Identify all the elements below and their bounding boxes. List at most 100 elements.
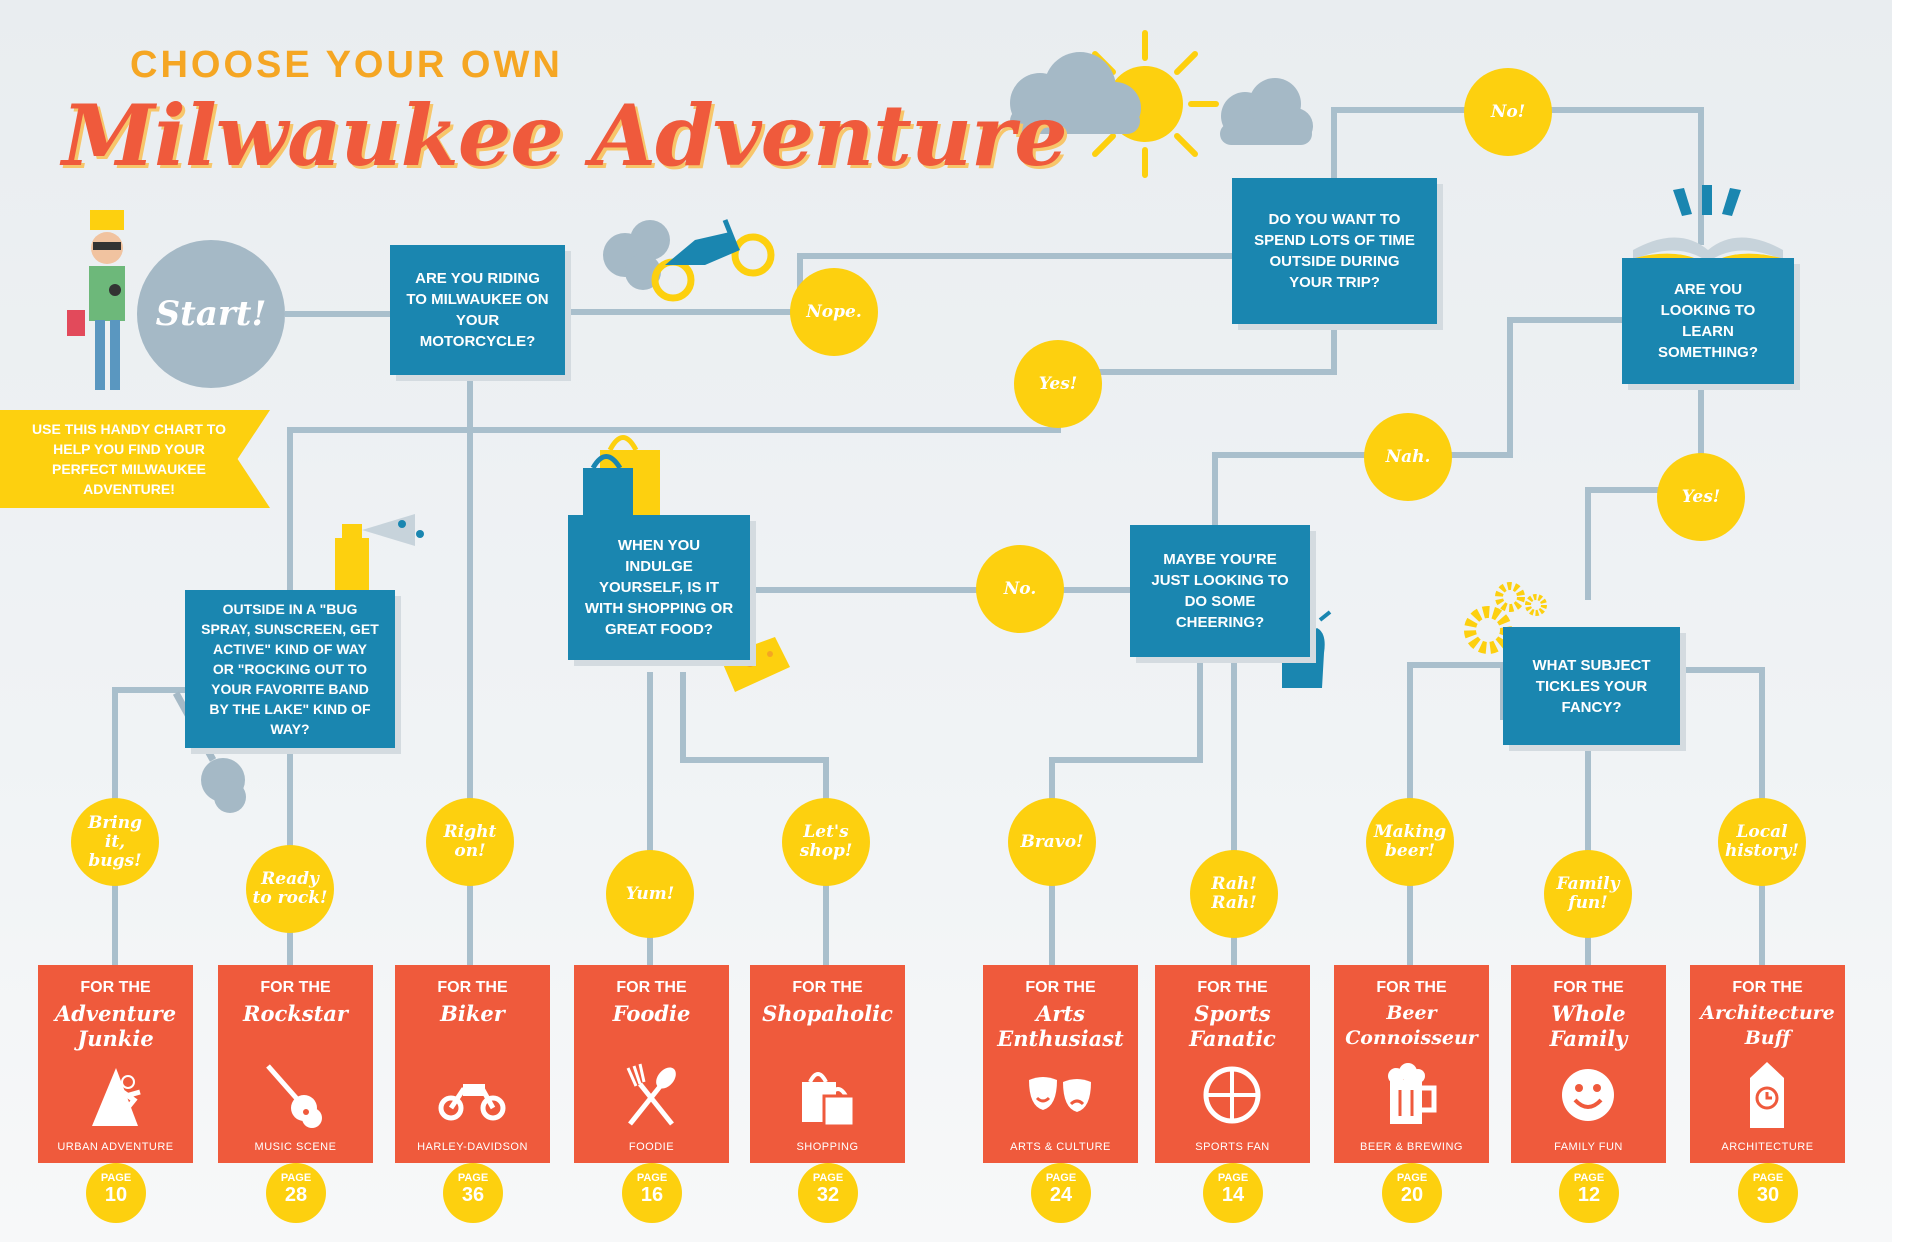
instruction-ribbon: USE THIS HANDY CHART TO HELP YOU FIND YO… (0, 410, 270, 508)
climber-icon (92, 1068, 141, 1126)
card-category: BEER & BREWING (1360, 1141, 1463, 1153)
card-for-label: FOR THE (260, 979, 331, 996)
page-number: 32 (816, 1184, 840, 1206)
question-motorcycle: ARE YOU RIDING TO MILWAUKEE ON YOUR MOTO… (390, 245, 565, 375)
answer-ready-to-rock: Ready to rock! (246, 845, 334, 933)
answer-yes-learn: Yes! (1657, 453, 1745, 541)
page-badge-28: PAGE 28 (266, 1163, 326, 1223)
page-badge-30: PAGE 30 (1738, 1163, 1798, 1223)
beer-mug-icon (1388, 1063, 1437, 1124)
card-title: Biker (440, 1001, 505, 1026)
page-label: PAGE (812, 1172, 844, 1184)
card-for-label: FOR THE (80, 979, 151, 996)
card-title: Foodie (612, 1001, 691, 1026)
card-title: Whole Family (1549, 1001, 1628, 1051)
card-for-label: FOR THE (616, 979, 687, 996)
card-category: SPORTS FAN (1195, 1141, 1270, 1153)
page-label: PAGE (457, 1172, 489, 1184)
page-label: PAGE (1045, 1172, 1077, 1184)
page-label: PAGE (1217, 1172, 1249, 1184)
answer-nah: Nah. (1364, 413, 1452, 501)
page-number: 16 (640, 1184, 664, 1206)
title-line-1: CHOOSE YOUR OWN (130, 44, 563, 86)
answer-no-excl: No! (1464, 68, 1552, 156)
page-label: PAGE (1396, 1172, 1428, 1184)
start-node: Start! (137, 240, 285, 388)
page-label: PAGE (1752, 1172, 1784, 1184)
shopping-bags-icon (802, 1072, 856, 1128)
theater-masks-icon (1029, 1077, 1091, 1112)
page-label: PAGE (1573, 1172, 1605, 1184)
result-card-whole-family: FOR THE Whole Family FAMILY FUN (1511, 965, 1666, 1163)
question-outside: DO YOU WANT TO SPEND LOTS OF TIME OUTSID… (1232, 178, 1437, 324)
card-for-label: FOR THE (437, 979, 508, 996)
page-number: 28 (284, 1184, 308, 1206)
result-card-arts-enthusiast: FOR THE Arts Enthusiast ARTS & CULTURE (983, 965, 1138, 1163)
answer-nope: Nope. (790, 268, 878, 356)
smiley-icon (1562, 1069, 1614, 1121)
answer-family-fun: Family fun! (1544, 850, 1632, 938)
page-number: 10 (104, 1184, 128, 1206)
result-card-beer-connoisseur: FOR THE Beer Connoisseur BEER & BREWING (1334, 965, 1489, 1163)
motorcycle-smoke-illustration (603, 219, 775, 302)
page-badge-32: PAGE 32 (798, 1163, 858, 1223)
result-card-foodie: FOR THE Foodie FOODIE (574, 965, 729, 1163)
fork-spoon-icon (626, 1063, 676, 1126)
result-card-rockstar: FOR THE Rockstar MUSIC SCENE (218, 965, 373, 1163)
answer-making-beer: Making beer! (1366, 798, 1454, 886)
answer-right-on: Right on! (426, 798, 514, 886)
card-title: Beer Connoisseur (1345, 1002, 1478, 1049)
card-category: ARTS & CULTURE (1010, 1141, 1111, 1153)
result-card-shopaholic: FOR THE Shopaholic SHOPPING (750, 965, 905, 1163)
smoke-icon (603, 220, 670, 290)
page-label: PAGE (100, 1172, 132, 1184)
page-number: 24 (1049, 1184, 1073, 1206)
motorcycle-icon (651, 219, 775, 302)
page-number: 30 (1756, 1184, 1780, 1206)
card-for-label: FOR THE (1197, 979, 1268, 996)
question-bugspray: OUTSIDE IN A "BUG SPRAY, SUNSCREEN, GET … (185, 590, 395, 748)
spray-bottle-illustration (335, 514, 424, 596)
answer-yes-outside: Yes! (1014, 340, 1102, 428)
page-badge-12: PAGE 12 (1559, 1163, 1619, 1223)
answer-rah-rah: Rah! Rah! (1190, 850, 1278, 938)
question-subject: WHAT SUBJECT TICKLES YOUR FANCY? (1503, 627, 1680, 745)
page-label: PAGE (280, 1172, 312, 1184)
answer-lets-shop: Let's shop! (782, 798, 870, 886)
card-title: Shopaholic (762, 1001, 893, 1026)
page-badge-14: PAGE 14 (1203, 1163, 1263, 1223)
question-indulge: WHEN YOU INDULGE YOURSELF, IS IT WITH SH… (568, 515, 750, 660)
card-category: HARLEY-DAVIDSON (417, 1141, 528, 1153)
basketball-icon (1203, 1066, 1261, 1124)
page-badge-36: PAGE 36 (443, 1163, 503, 1223)
answer-no-dot: No. (976, 545, 1064, 633)
page-edge (1892, 0, 1920, 1242)
card-category: SHOPPING (796, 1141, 859, 1153)
page-number: 20 (1400, 1184, 1424, 1206)
card-for-label: FOR THE (1553, 979, 1624, 996)
question-learn: ARE YOU LOOKING TO LEARN SOMETHING? (1622, 258, 1794, 384)
guitar-icon (266, 1064, 322, 1128)
result-card-sports-fanatic: FOR THE Sports Fanatic SPORTS FAN (1155, 965, 1310, 1163)
card-category: MUSIC SCENE (254, 1141, 337, 1153)
page-number: 12 (1577, 1184, 1601, 1206)
motorcycle-icon (438, 1084, 506, 1121)
page-number: 14 (1221, 1184, 1245, 1206)
card-for-label: FOR THE (1376, 979, 1447, 996)
result-card-adventure-junkie: FOR THE Adventure Junkie URBAN ADVENTURE (38, 965, 193, 1163)
card-title: Arts Enthusiast (997, 1001, 1124, 1051)
answer-yum: Yum! (606, 850, 694, 938)
card-for-label: FOR THE (1732, 979, 1803, 996)
title-line-2: Milwaukee Adventure (62, 86, 1068, 185)
answer-bravo: Bravo! (1008, 798, 1096, 886)
answer-bring-it-bugs: Bring it, bugs! (71, 798, 159, 886)
card-title: Sports Fanatic (1189, 1001, 1276, 1051)
traveler-illustration (67, 210, 125, 390)
clouds-sun-illustration (1010, 30, 1313, 178)
card-title: Adventure Junkie (54, 1001, 177, 1051)
page-label: PAGE (636, 1172, 668, 1184)
page-badge-10: PAGE 10 (86, 1163, 146, 1223)
result-card-biker: FOR THE Biker HARLEY-DAVIDSON (395, 965, 550, 1163)
clock-tower-icon (1750, 1062, 1784, 1128)
